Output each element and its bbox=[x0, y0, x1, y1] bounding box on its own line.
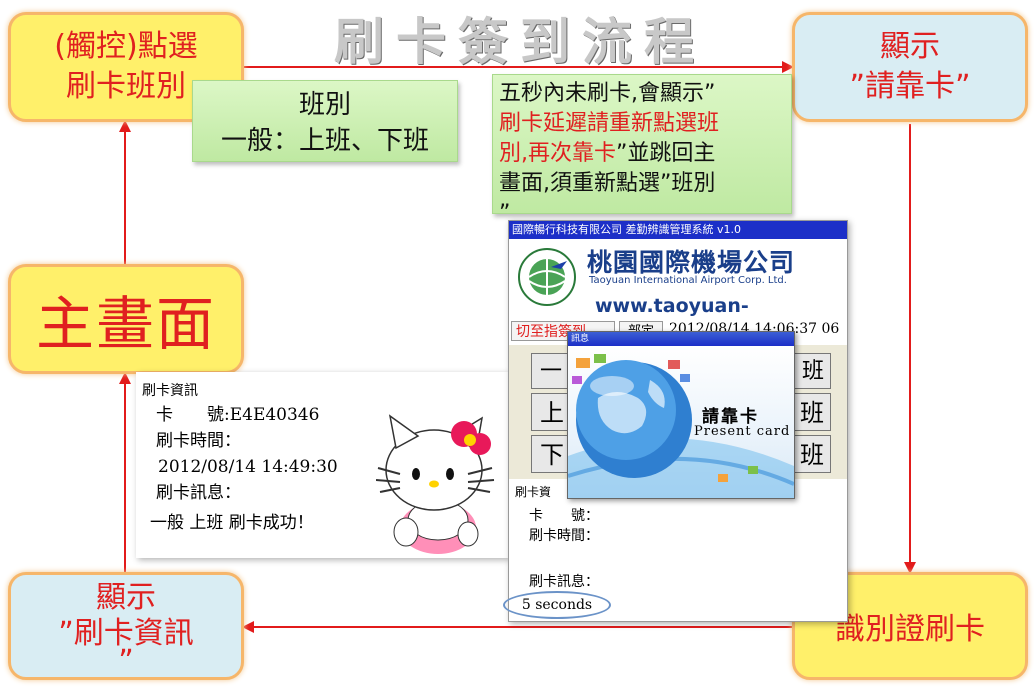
node-show-info-line2: ”刷卡資訊 bbox=[58, 616, 194, 651]
popup-message-en: Present card bbox=[694, 424, 791, 439]
shift-button-general-left: 一 bbox=[540, 359, 563, 384]
node-main-screen-label: 主畫面 bbox=[35, 290, 216, 358]
company-name-en: Taoyuan International Airport Corp. Ltd. bbox=[589, 275, 787, 286]
node-identify-card-label: 識別證刷卡 bbox=[835, 612, 985, 647]
arrowhead-down-icon bbox=[904, 562, 916, 574]
globe-icon bbox=[568, 354, 794, 498]
arrow-present-to-identify bbox=[909, 124, 911, 566]
popup-message-cn: 請靠卡 bbox=[702, 407, 759, 427]
card-msg-value: 一般 上班 刷卡成功！ bbox=[150, 513, 314, 533]
present-card-popup: 訊息 請靠卡 Present card bbox=[567, 331, 795, 499]
note-shift-list: 一般：上班、下班 bbox=[220, 126, 429, 156]
shift-button-off-left: 下 bbox=[540, 441, 564, 469]
arrow-select-to-present bbox=[244, 66, 786, 68]
note-timeout-text-3: 畫面,須重新點選”班別 bbox=[499, 171, 716, 196]
arrow-info-to-main bbox=[124, 380, 126, 572]
arrow-identify-to-info bbox=[252, 626, 792, 628]
countdown-text: 5 seconds bbox=[521, 597, 593, 613]
company-name-cn: 桃園國際機場公司 bbox=[587, 248, 796, 277]
shift-button-off-right: 班 bbox=[800, 441, 824, 469]
note-timeout-text-2: ”並跳回主 bbox=[616, 141, 716, 166]
shift-button-general-right: 班 bbox=[801, 359, 824, 384]
node-present-card-line1: 顯示 bbox=[880, 29, 940, 64]
card-number-value: :E4E40346 bbox=[224, 405, 320, 425]
app-title: 國際暢行科技有限公司 差勤辨識管理系統 v1.0 bbox=[512, 223, 741, 236]
popup-titlebar: 訊息 bbox=[568, 332, 794, 346]
arrowhead-left-icon bbox=[242, 621, 254, 633]
app-header: 桃園國際機場公司 Taoyuan International Airport C… bbox=[509, 239, 847, 339]
note-shift-title: 班別 bbox=[298, 90, 351, 120]
card-msg-label: 刷卡訊息： bbox=[156, 483, 241, 503]
app-msg-label: 刷卡訊息： bbox=[529, 574, 599, 590]
note-timeout-text-4: ” bbox=[499, 201, 511, 226]
popup-body: 請靠卡 Present card bbox=[568, 346, 794, 498]
switch-signin-label: 切至指 bbox=[516, 324, 558, 340]
diagram-title: 刷卡簽到流程 bbox=[334, 13, 706, 71]
shift-button-on-right: 班 bbox=[800, 399, 824, 427]
node-show-info-line1: 顯示 bbox=[95, 580, 156, 615]
arrowhead-up-icon bbox=[119, 372, 131, 384]
countdown-label: 5 seconds bbox=[503, 591, 611, 619]
shift-button-on-left: 上 bbox=[540, 399, 564, 427]
app-card-label: 卡 號： bbox=[529, 508, 599, 524]
card-info-header: 刷卡資訊 bbox=[142, 383, 198, 399]
app-window: 國際暢行科技有限公司 差勤辨識管理系統 v1.0 桃園國際機場公司 Taoyua… bbox=[503, 220, 848, 622]
card-number-label: 卡 號 bbox=[156, 405, 224, 425]
note-timeout-text-1: 五秒內未刷卡,會顯示” bbox=[499, 81, 716, 106]
card-time-label: 刷卡時間： bbox=[156, 431, 241, 451]
node-show-info-line3: ” bbox=[118, 644, 134, 679]
app-time-label: 刷卡時間： bbox=[529, 528, 599, 544]
note-timeout-red-1: 刷卡延遲請重新點選班 bbox=[499, 111, 720, 136]
note-timeout-red-2: 別,再次靠卡 bbox=[499, 141, 616, 166]
node-show-info: 顯示 ”刷卡資訊 ” bbox=[8, 572, 244, 680]
note-shift-types: 班別 一般：上班、下班 bbox=[192, 80, 458, 162]
node-present-card-line2: ”請靠卡” bbox=[849, 69, 971, 104]
airport-logo-icon bbox=[518, 248, 576, 306]
note-timeout: 五秒內未刷卡,會顯示” 刷卡延遲請重新點選班 別,再次靠卡”並跳回主 畫面,須重… bbox=[492, 74, 792, 225]
arrow-main-to-select bbox=[124, 128, 126, 264]
node-select-shift-line2: 刷卡班別 bbox=[65, 69, 186, 104]
app-info-area: 刷卡資 卡 號： 刷卡時間： 刷卡訊息： 5 seconds bbox=[503, 479, 847, 621]
app-titlebar: 國際暢行科技有限公司 差勤辨識管理系統 v1.0 bbox=[509, 221, 847, 239]
card-info-panel: 刷卡資訊 卡 號:E4E40346 刷卡時間： 2012/08/14 14:49… bbox=[136, 372, 508, 558]
node-present-card: 顯示 ”請靠卡” bbox=[792, 12, 1028, 122]
kitty-mascot-icon bbox=[376, 414, 495, 554]
card-time-value: 2012/08/14 14:49:30 bbox=[158, 457, 338, 477]
node-select-shift-line1: (觸控)點選 bbox=[54, 29, 198, 64]
arrowhead-up-icon bbox=[119, 120, 131, 132]
popup-title: 訊息 bbox=[571, 334, 590, 344]
arrowhead-right-icon bbox=[782, 61, 794, 73]
node-main-screen: 主畫面 bbox=[8, 264, 244, 374]
app-info-header: 刷卡資 bbox=[515, 485, 552, 499]
